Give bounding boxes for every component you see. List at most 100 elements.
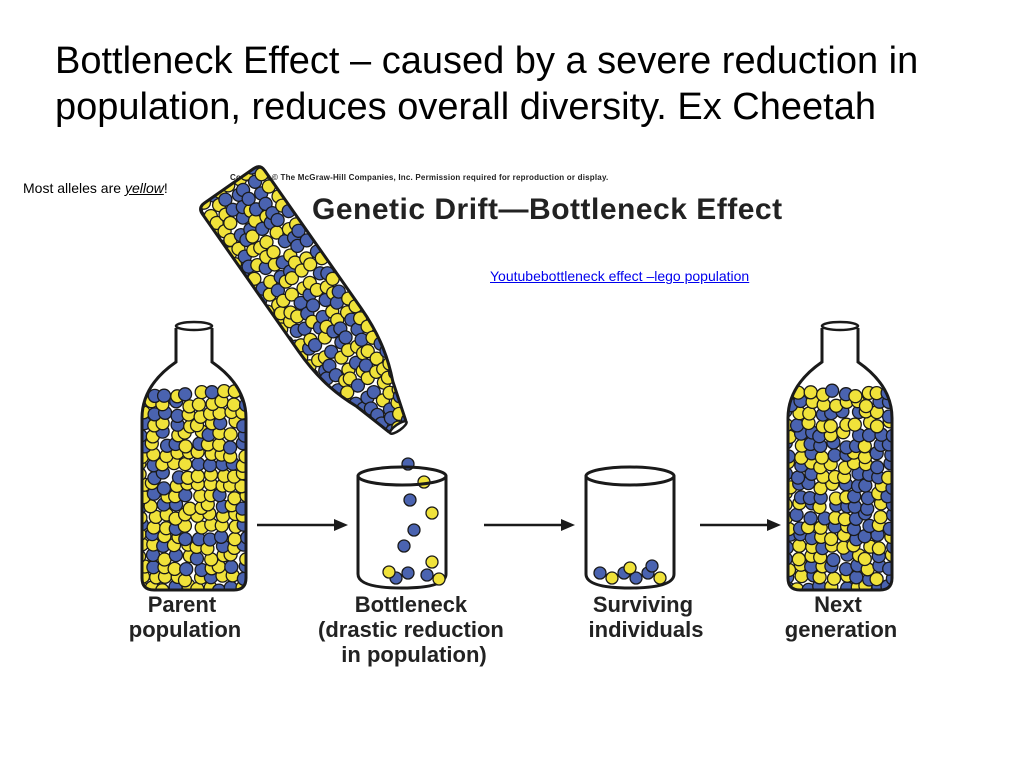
- allele-ball: [645, 559, 659, 573]
- stage-label-parent-line-2: population: [129, 617, 241, 642]
- allele-note-emphasis: yellow: [124, 180, 164, 196]
- allele-ball: [177, 387, 193, 402]
- allele-ball: [605, 571, 619, 585]
- allele-ball: [789, 418, 805, 433]
- youtube-link[interactable]: Youtubebottleneck effect –lego populatio…: [490, 268, 750, 284]
- parent-bottle: [140, 320, 248, 592]
- allele-ball: [788, 497, 793, 512]
- copyright-notice: Copyright © The McGraw-Hill Companies, I…: [230, 173, 609, 182]
- allele-ball: [339, 416, 355, 431]
- allele-ball: [407, 523, 421, 537]
- allele-ball: [826, 552, 841, 568]
- stage-label-next: Next generation: [785, 592, 897, 642]
- allele-ball: [226, 397, 241, 412]
- stage-label-surviving-line-1: Surviving: [593, 592, 693, 617]
- allele-ball: [813, 481, 828, 496]
- allele-ball: [323, 398, 339, 413]
- allele-ball: [402, 383, 417, 399]
- allele-ball: [869, 571, 884, 587]
- allele-ball: [368, 437, 384, 449]
- allele-ball: [803, 385, 818, 400]
- allele-ball: [432, 572, 446, 586]
- allele-ball: [623, 561, 637, 575]
- allele-note-suffix: !: [163, 180, 168, 196]
- stage-label-bottleneck-line-3: in population): [341, 642, 486, 667]
- next-generation-bottle: [786, 320, 894, 592]
- allele-ball: [790, 470, 806, 485]
- allele-ball: [364, 429, 379, 444]
- allele-ball: [346, 411, 361, 426]
- allele-note-prefix: Most alleles are: [23, 180, 125, 196]
- allele-ball: [142, 467, 147, 482]
- allele-ball: [593, 566, 607, 580]
- allele-ball: [155, 583, 170, 590]
- stage-label-parent: Parent population: [129, 592, 241, 642]
- allele-ball: [409, 406, 424, 422]
- allele-ball: [885, 507, 892, 522]
- allele-ball: [223, 215, 238, 231]
- figure-title: Genetic Drift—Bottleneck Effect: [312, 193, 783, 226]
- slide-title: Bottleneck Effect – caused by a severe r…: [55, 38, 1005, 130]
- allele-ball: [211, 583, 227, 590]
- stage-label-surviving-line-2: individuals: [589, 617, 704, 642]
- allele-ball: [239, 552, 246, 567]
- allele-ball: [182, 501, 197, 516]
- allele-ball: [227, 491, 242, 506]
- allele-ball: [824, 531, 839, 547]
- allele-ball: [270, 212, 285, 228]
- allele-ball: [142, 510, 148, 525]
- falling-alleles: [397, 457, 439, 569]
- surviving-cup: [584, 465, 676, 590]
- allele-ball: [827, 448, 842, 463]
- allele-ball: [882, 521, 892, 536]
- allele-ball: [266, 244, 281, 260]
- allele-ball: [788, 466, 794, 482]
- slide-title-line-2: population, reduces overall diversity. E…: [55, 86, 876, 128]
- arrow-parent-to-bottleneck: [257, 519, 348, 531]
- allele-ball: [179, 561, 194, 577]
- allele-ball: [178, 456, 193, 472]
- allele-note: Most alleles are yellow!: [23, 180, 168, 196]
- allele-ball: [178, 531, 193, 547]
- allele-ball: [223, 580, 238, 590]
- stage-label-parent-line-1: Parent: [148, 592, 217, 617]
- stage-label-next-line-2: generation: [785, 617, 897, 642]
- allele-ball: [156, 481, 172, 496]
- allele-ball: [224, 559, 239, 575]
- allele-ball: [873, 509, 888, 525]
- allele-ball: [382, 565, 396, 579]
- stage-label-bottleneck: Bottleneck (drastic reduction in populat…: [318, 592, 510, 667]
- allele-ball: [142, 549, 147, 564]
- allele-ball: [351, 434, 367, 449]
- allele-ball: [354, 418, 369, 434]
- allele-ball: [789, 507, 804, 523]
- allele-ball: [178, 439, 193, 454]
- allele-ball: [223, 427, 238, 442]
- allele-ball: [848, 389, 863, 404]
- allele-ball: [222, 440, 238, 455]
- allele-ball: [847, 417, 862, 432]
- allele-ball: [788, 551, 793, 567]
- allele-ball: [870, 460, 885, 475]
- allele-ball: [802, 406, 817, 421]
- allele-ball: [420, 568, 434, 582]
- allele-ball: [305, 298, 321, 313]
- allele-ball: [403, 493, 417, 507]
- allele-ball: [803, 511, 818, 526]
- allele-ball: [826, 571, 842, 586]
- allele-ball: [791, 552, 806, 567]
- allele-ball: [881, 409, 892, 424]
- allele-ball: [425, 555, 439, 569]
- allele-ball: [401, 566, 415, 580]
- allele-ball: [885, 428, 892, 443]
- allele-ball: [156, 388, 172, 403]
- slide-title-line-1: Bottleneck Effect – caused by a severe r…: [55, 40, 919, 82]
- allele-ball: [338, 330, 353, 345]
- allele-ball: [204, 385, 220, 400]
- bottleneck-cup: [356, 465, 448, 590]
- arrow-bottleneck-to-surviving: [484, 519, 575, 531]
- allele-ball: [871, 541, 887, 556]
- allele-ball: [191, 397, 207, 412]
- stage-label-surviving: Surviving individuals: [589, 592, 704, 642]
